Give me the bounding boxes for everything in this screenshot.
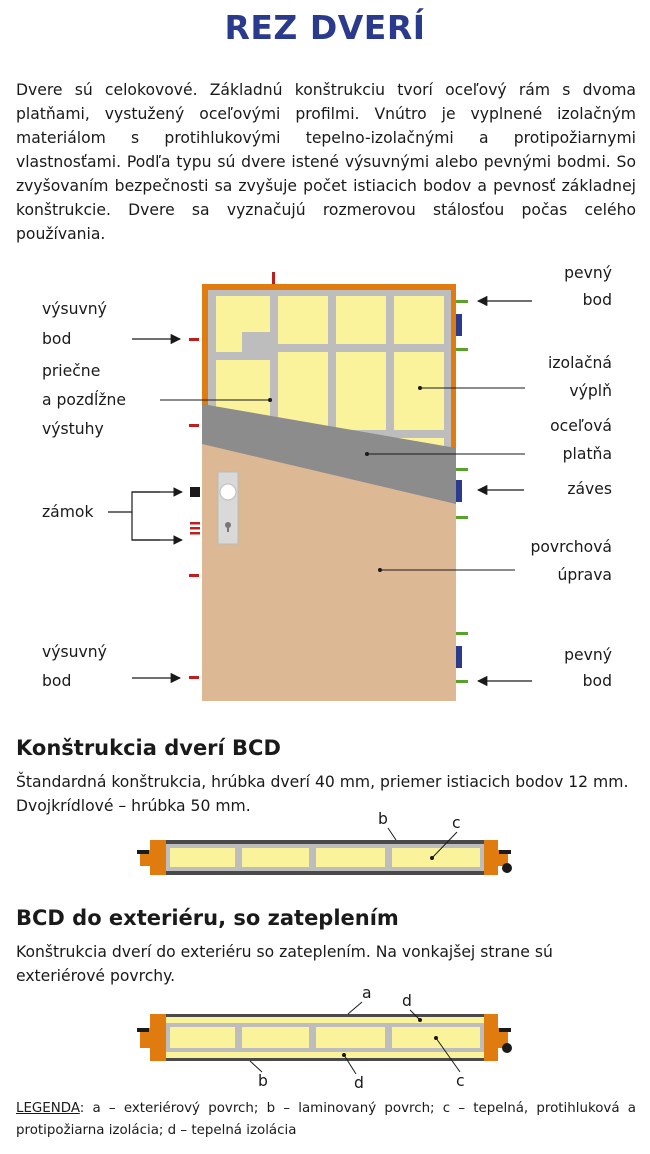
surface-finish — [202, 444, 456, 701]
hinges — [456, 314, 462, 668]
fixed-points — [456, 300, 468, 683]
label-ocelova-1: oceľová — [550, 417, 612, 435]
lock-bolts — [190, 522, 200, 535]
door-cross-section-diagram: výsuvný bod priečne a pozdĺžne výstuhy z… — [42, 264, 612, 701]
label-vysuvny-top-1: výsuvný — [42, 300, 107, 318]
legend: LEGENDA: a – exteriérový povrch; b – lam… — [16, 1098, 636, 1142]
label-vysuvny-bottom-1: výsuvný — [42, 643, 107, 661]
sliding-bolts — [189, 338, 199, 679]
section-ext-text: Konštrukcia dverí do exteriéru so zatepl… — [16, 943, 553, 985]
bcd-letter-c: c — [452, 814, 461, 832]
legend-text: : a – exteriérový povrch; b – laminovaný… — [16, 1101, 636, 1138]
bcd-profile-diagram: b c — [137, 810, 512, 875]
section-ext-heading: BCD do exteriéru, so zateplením — [16, 906, 399, 930]
label-vysuvny-top-2: bod — [42, 330, 71, 348]
label-priecne-3: výstuhy — [42, 420, 104, 438]
label-zaves: záves — [567, 480, 612, 498]
label-pevny-bottom-2: bod — [583, 672, 612, 690]
legend-label: LEGENDA — [16, 1101, 80, 1116]
lock-latch — [190, 487, 200, 497]
ext-letter-b: b — [258, 1072, 268, 1090]
label-povrchova-2: úprava — [557, 566, 612, 584]
ext-letter-d-top: d — [402, 992, 412, 1010]
label-vysuvny-bottom-2: bod — [42, 672, 71, 690]
label-pevny-top-2: bod — [583, 291, 612, 309]
label-priecne-2: a pozdĺžne — [42, 390, 126, 409]
label-pevny-bottom-1: pevný — [564, 646, 612, 664]
label-izolacna-2: výplň — [569, 382, 612, 400]
exterior-profile-diagram: a d b d c — [137, 984, 512, 1092]
keyhole — [225, 522, 231, 528]
ext-letter-d-bottom: d — [354, 1074, 364, 1092]
ext-letter-a: a — [362, 984, 372, 1002]
intro-paragraph: Dvere sú celokovové. Základnú konštrukci… — [16, 81, 636, 243]
door-handle — [219, 483, 237, 501]
label-ocelova-2: platňa — [563, 445, 612, 463]
ext-letter-c: c — [456, 1072, 465, 1090]
top-bolt — [272, 272, 275, 286]
label-izolacna-1: izolačná — [548, 354, 612, 372]
label-povrchova-1: povrchová — [530, 538, 612, 556]
label-zamok: zámok — [42, 503, 94, 521]
label-priecne-1: priečne — [42, 362, 100, 380]
label-pevny-top-1: pevný — [564, 264, 612, 282]
handle-plate — [217, 471, 239, 545]
page-title: REZ DVERÍ — [224, 8, 426, 47]
section-bcd-heading: Konštrukcia dverí BCD — [16, 736, 281, 760]
bcd-letter-b: b — [378, 810, 388, 828]
section-bcd-text: Štandardná konštrukcia, hrúbka dverí 40 … — [16, 773, 629, 815]
